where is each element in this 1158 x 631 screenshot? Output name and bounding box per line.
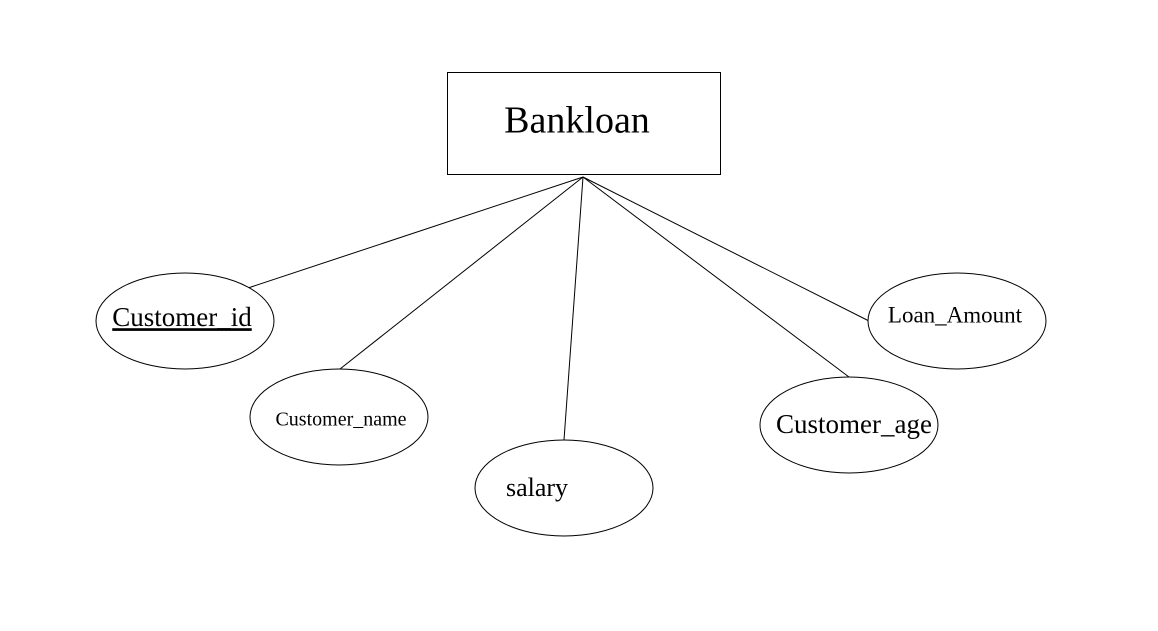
attribute-ellipse (249, 368, 429, 466)
attribute-customer-age[interactable]: Customer_age (759, 376, 939, 474)
connector-customer-age (582, 176, 850, 378)
attribute-label-loan-amount: Loan_Amount (888, 302, 1023, 327)
entity-bankloan[interactable]: Bankloan (447, 72, 721, 175)
attribute-ellipse (759, 376, 939, 474)
connector-loan-amount (582, 176, 870, 322)
connectors (247, 176, 870, 441)
attribute-label-customer-name: Customer_name (275, 409, 406, 431)
attribute-loan-amount[interactable]: Loan_Amount (867, 272, 1047, 370)
attribute-ellipse (867, 272, 1047, 370)
attribute-label-customer-id: Customer_id (112, 302, 252, 332)
attribute-label-customer-age: Customer_age (776, 409, 932, 439)
entity-box (447, 72, 721, 175)
connector-customer-id (247, 176, 584, 289)
entity-label: Bankloan (504, 100, 650, 142)
connector-salary (563, 176, 584, 441)
attribute-customer-name[interactable]: Customer_name (249, 368, 429, 466)
attribute-ellipse (95, 272, 275, 370)
attribute-salary[interactable]: salary (474, 439, 654, 537)
attribute-label-salary: salary (506, 473, 568, 502)
connector-customer-name (339, 176, 584, 370)
attribute-customer-id[interactable]: Customer_id (95, 272, 275, 370)
attribute-ellipse (474, 439, 654, 537)
